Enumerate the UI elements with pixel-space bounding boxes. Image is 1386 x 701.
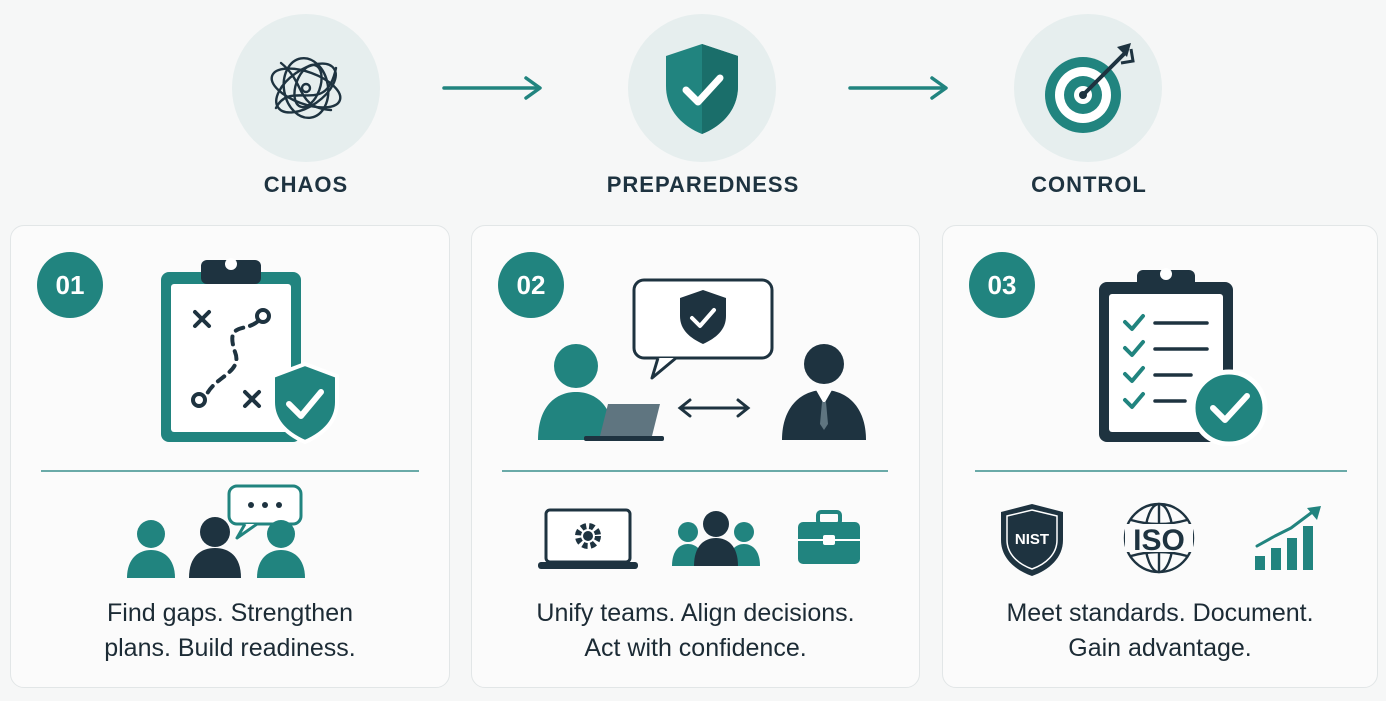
checklist-clipboard-icon xyxy=(1099,268,1268,446)
target-icon xyxy=(1014,14,1162,162)
card-description-line: Unify teams. Align decisions. xyxy=(536,599,855,627)
card-description-line: Find gaps. Strengthen xyxy=(107,599,353,627)
team-discussion-icon xyxy=(127,484,305,578)
card-divider xyxy=(502,470,888,472)
collaboration-icon xyxy=(538,278,866,441)
card-description: Find gaps. Strengthen plans. Build readi… xyxy=(11,596,449,666)
group-icon xyxy=(672,511,760,566)
card-description-line: Meet standards. Document. xyxy=(1006,599,1314,627)
stage-label-chaos: CHAOS xyxy=(263,172,349,197)
step-card-1: 01 xyxy=(10,225,450,688)
card-divider xyxy=(41,470,419,472)
step-number-badge: 02 xyxy=(498,252,564,318)
shield-check-icon xyxy=(628,14,776,162)
card-description: Unify teams. Align decisions. Act with c… xyxy=(472,596,919,666)
arrow-right-icon xyxy=(848,76,948,100)
arrow-right-icon xyxy=(442,76,542,100)
card-description: Meet standards. Document. Gain advantage… xyxy=(943,596,1377,666)
nist-shield-icon: NIST xyxy=(1001,504,1063,576)
iso-globe-icon: ISO xyxy=(1123,502,1195,574)
stage-label-preparedness: PREPAREDNESS xyxy=(606,172,800,197)
stage-label-control: CONTROL xyxy=(1031,172,1147,197)
chaos-icon xyxy=(232,14,380,162)
card-description-line: plans. Build readiness. xyxy=(104,634,356,662)
briefcase-icon xyxy=(798,510,860,564)
iso-label: ISO xyxy=(1133,524,1185,557)
laptop-settings-icon xyxy=(538,508,638,569)
card-description-line: Gain advantage. xyxy=(1068,634,1252,662)
clipboard-plan-icon xyxy=(161,258,339,445)
growth-chart-icon xyxy=(1255,506,1321,570)
nist-label: NIST xyxy=(1015,531,1049,548)
card-description-line: Act with confidence. xyxy=(584,634,807,662)
card-divider xyxy=(975,470,1347,472)
step-card-3: 03 NIST xyxy=(942,225,1378,688)
step-number-badge: 03 xyxy=(969,252,1035,318)
step-card-2: 02 xyxy=(471,225,920,688)
step-number-badge: 01 xyxy=(37,252,103,318)
